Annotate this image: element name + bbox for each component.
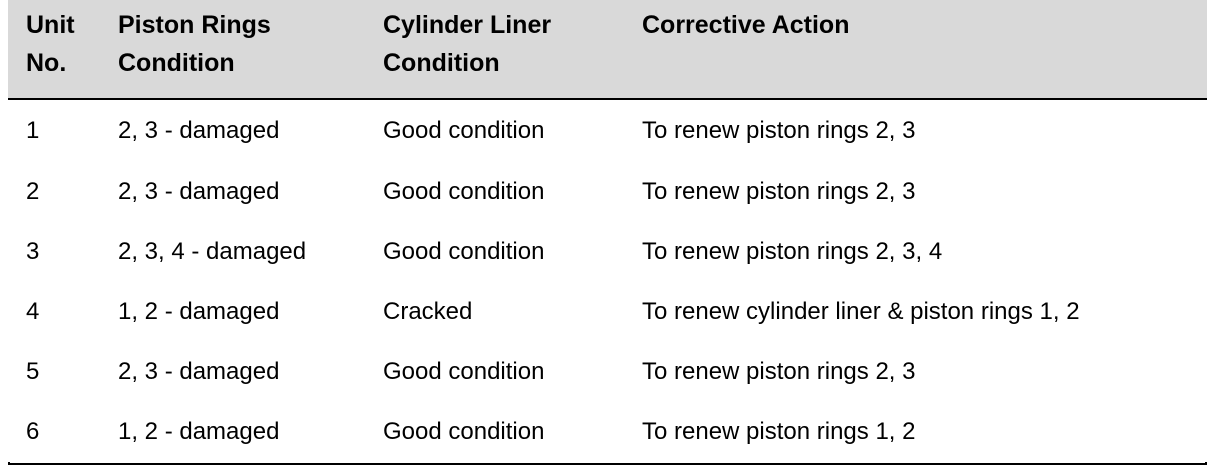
cell-cylinder-liner: Good condition xyxy=(375,162,634,222)
inspection-results-table: Unit No. Piston Rings Condition Cylinder… xyxy=(8,0,1207,462)
cell-unit-no: 3 xyxy=(8,222,110,282)
cell-cylinder-liner: Cracked xyxy=(375,282,634,342)
cell-corrective-action: To renew piston rings 2, 3 xyxy=(634,342,1207,402)
cell-piston-rings: 2, 3 - damaged xyxy=(110,342,375,402)
cell-corrective-action: To renew piston rings 2, 3, 4 xyxy=(634,222,1207,282)
table-row: 6 1, 2 - damaged Good condition To renew… xyxy=(8,402,1207,462)
table-row: 5 2, 3 - damaged Good condition To renew… xyxy=(8,342,1207,402)
table-row: 2 2, 3 - damaged Good condition To renew… xyxy=(8,162,1207,222)
cell-unit-no: 6 xyxy=(8,402,110,462)
cell-unit-no: 2 xyxy=(8,162,110,222)
cell-corrective-action: To renew piston rings 2, 3 xyxy=(634,162,1207,222)
cell-unit-no: 5 xyxy=(8,342,110,402)
table-body: 1 2, 3 - damaged Good condition To renew… xyxy=(8,99,1207,462)
table-row: 3 2, 3, 4 - damaged Good condition To re… xyxy=(8,222,1207,282)
table-row: 1 2, 3 - damaged Good condition To renew… xyxy=(8,99,1207,162)
cell-piston-rings: 1, 2 - damaged xyxy=(110,282,375,342)
table-header-row: Unit No. Piston Rings Condition Cylinder… xyxy=(8,0,1207,100)
cell-piston-rings: 2, 3 - damaged xyxy=(110,99,375,162)
cell-piston-rings: 2, 3 - damaged xyxy=(110,162,375,222)
cell-cylinder-liner: Good condition xyxy=(375,342,634,402)
cell-corrective-action: To renew piston rings 2, 3 xyxy=(634,99,1207,162)
cell-corrective-action: To renew cylinder liner & piston rings 1… xyxy=(634,282,1207,342)
cell-piston-rings: 2, 3, 4 - damaged xyxy=(110,222,375,282)
cell-cylinder-liner: Good condition xyxy=(375,99,634,162)
cell-corrective-action: To renew piston rings 1, 2 xyxy=(634,402,1207,462)
table-header: Unit No. Piston Rings Condition Cylinder… xyxy=(8,0,1207,100)
column-header-piston-rings-condition: Piston Rings Condition xyxy=(110,0,375,100)
cell-cylinder-liner: Good condition xyxy=(375,222,634,282)
cell-unit-no: 1 xyxy=(8,99,110,162)
cell-piston-rings: 1, 2 - damaged xyxy=(110,402,375,462)
column-header-corrective-action: Corrective Action xyxy=(634,0,1207,100)
cell-cylinder-liner: Good condition xyxy=(375,402,634,462)
table-row: 4 1, 2 - damaged Cracked To renew cylind… xyxy=(8,282,1207,342)
column-header-unit-no: Unit No. xyxy=(8,0,110,100)
cell-unit-no: 4 xyxy=(8,282,110,342)
column-header-cylinder-liner-condition: Cylinder Liner Condition xyxy=(375,0,634,100)
